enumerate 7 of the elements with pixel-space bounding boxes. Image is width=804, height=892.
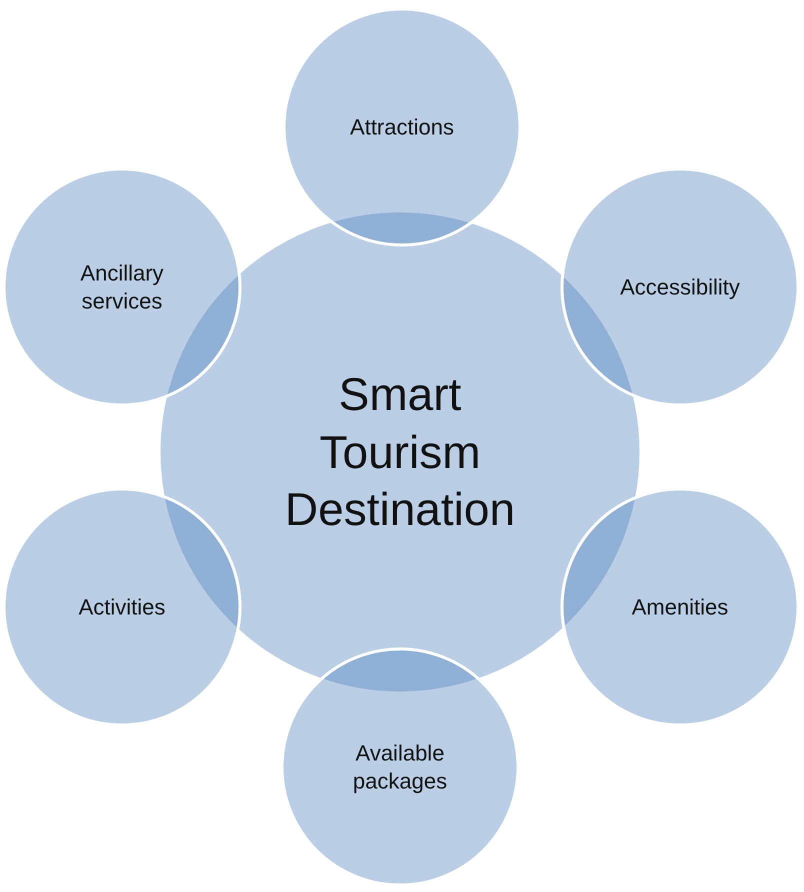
circle-label: Available packages <box>352 740 448 794</box>
circle-label: Smart Tourism Destination <box>284 366 516 537</box>
circle-label: Activities <box>78 593 166 621</box>
circle-label: Amenities <box>630 593 730 621</box>
circle-label: Ancillary services <box>79 260 165 314</box>
circle-label: Accessibility <box>619 273 741 301</box>
circle-label: Attractions <box>349 113 455 141</box>
